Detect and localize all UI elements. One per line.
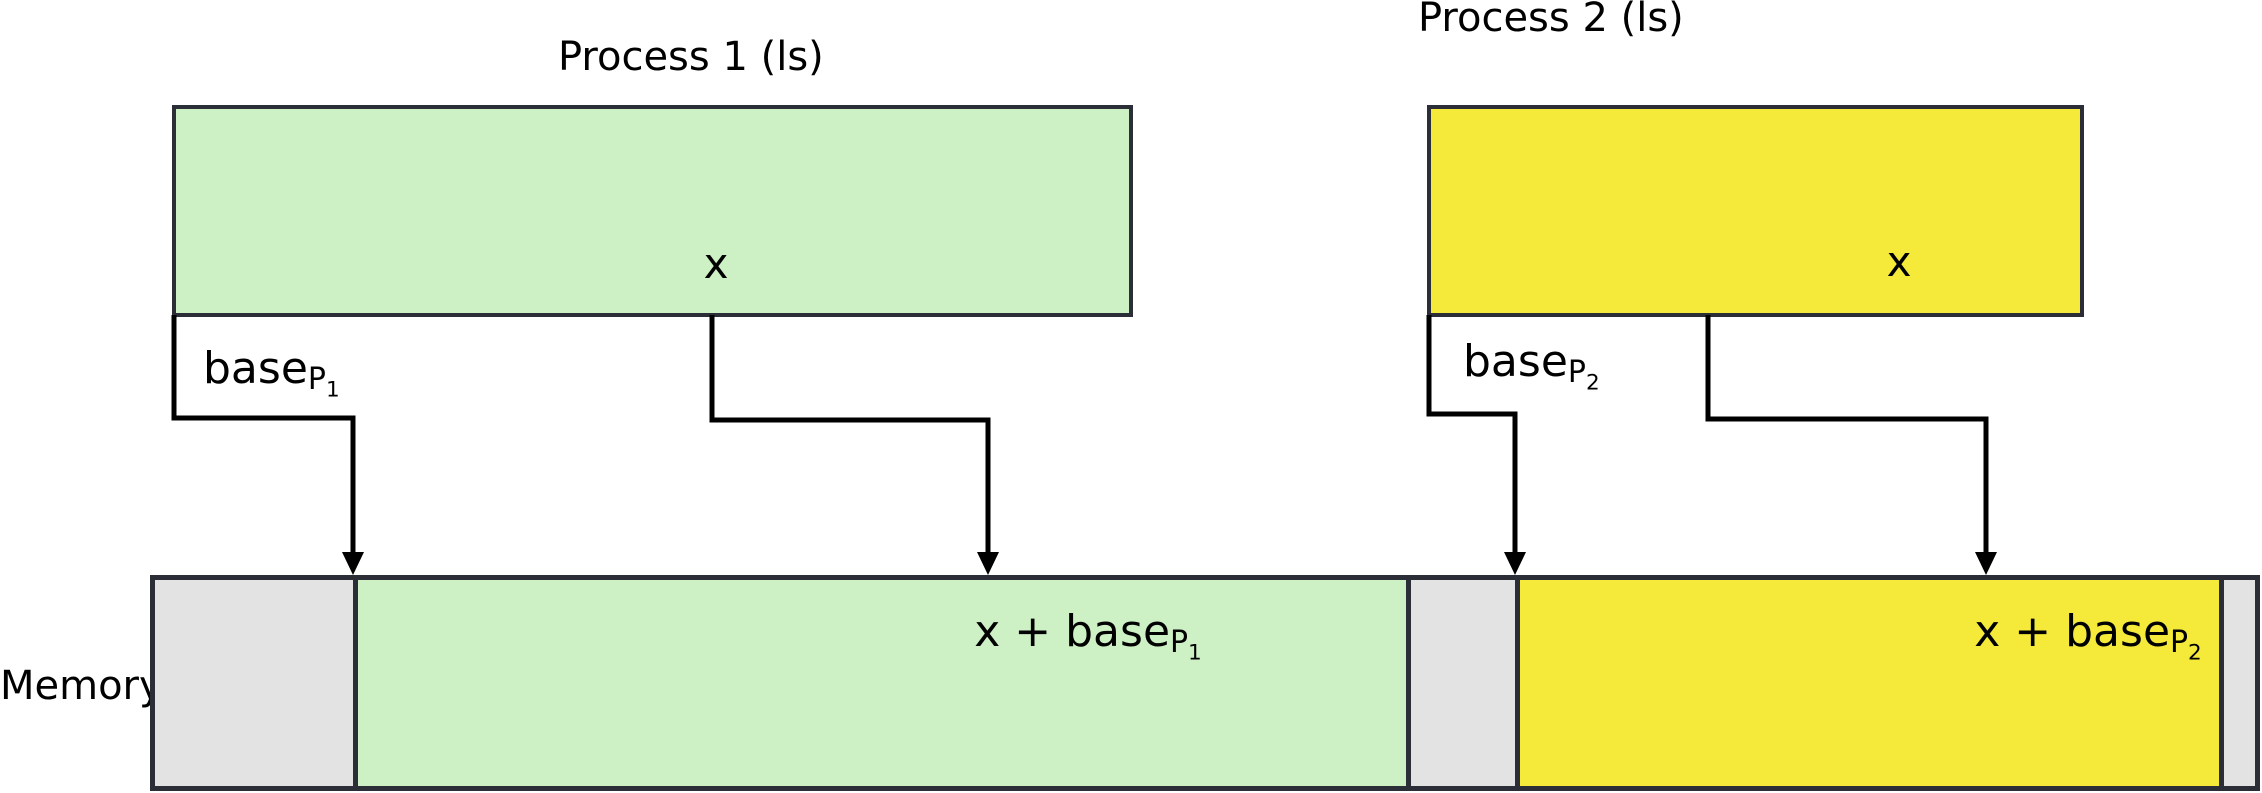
process2-title: Process 2 (ls) <box>1418 0 1684 41</box>
process1-box: x <box>172 105 1133 317</box>
base-p1-label: baseP1 <box>203 343 340 403</box>
memory-segment-free-middle <box>1411 580 1515 786</box>
memory-segment-free-left <box>155 580 353 786</box>
process1-x-label: x <box>703 239 729 288</box>
x-p1-arrowhead <box>977 552 999 575</box>
base-p1-arrowhead <box>342 552 364 575</box>
process1-title: Process 1 (ls) <box>558 34 824 80</box>
memory-label: Memory <box>0 663 163 709</box>
memory-segment-free-right <box>2224 580 2255 786</box>
process2-x-label: x <box>1886 237 1912 286</box>
base-p2-arrowhead <box>1504 552 1526 575</box>
memory-segment-process1: x + baseP1 <box>358 580 1406 786</box>
base-p2-label: baseP2 <box>1463 336 1600 396</box>
process2-box: x <box>1427 105 2084 317</box>
x-p2-arrow-line <box>1705 315 1989 554</box>
memory-bar: x + baseP1 x + baseP2 <box>150 575 2260 791</box>
x-p2-arrowhead <box>1975 552 1997 575</box>
x-p1-arrow-line <box>709 315 991 554</box>
memory-p1-address-label: x + baseP1 <box>974 606 1202 666</box>
memory-p2-address-label: x + baseP2 <box>1974 606 2202 666</box>
memory-segment-process2: x + baseP2 <box>1520 580 2219 786</box>
